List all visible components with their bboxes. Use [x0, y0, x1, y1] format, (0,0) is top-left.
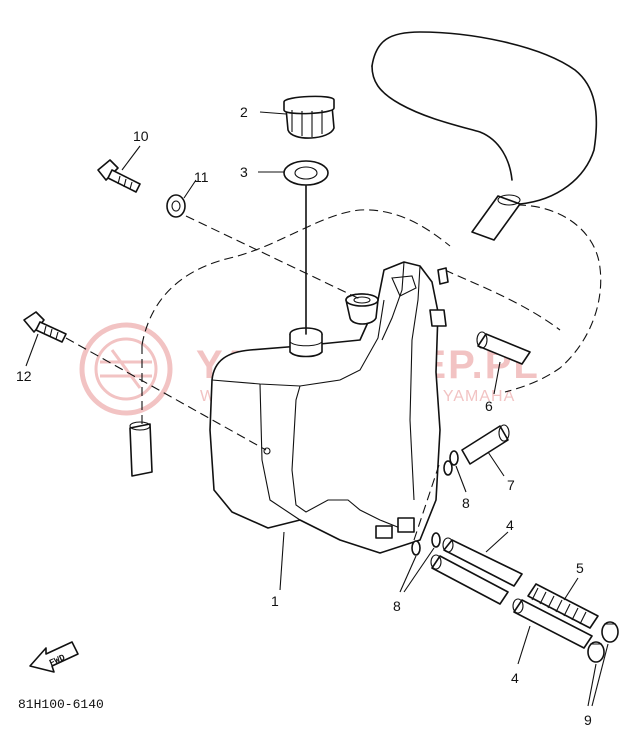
cap-gasket	[283, 160, 329, 186]
callout-7: 7	[507, 477, 515, 493]
hose-left	[129, 421, 153, 477]
clip-8-lower	[411, 532, 441, 556]
leader-12	[25, 333, 39, 367]
tank-dashed-outline	[141, 209, 451, 346]
leader-11	[183, 179, 197, 199]
hose-vent	[471, 194, 521, 241]
hose-6	[476, 331, 531, 365]
leader-4-lower	[517, 625, 531, 665]
callout-10: 10	[133, 128, 149, 144]
leader-11-dashed	[185, 215, 363, 301]
leader-12-dashed	[65, 337, 267, 451]
callout-8-upper: 8	[462, 495, 470, 511]
hose-4-lower	[512, 598, 593, 649]
leader-8-lower-a	[399, 555, 417, 593]
hose-4-upper	[442, 537, 523, 587]
vent-hose-loop	[371, 31, 598, 205]
bolt-10	[97, 159, 141, 193]
tank-dashed-outline-right	[444, 269, 561, 331]
washer-11	[166, 194, 186, 218]
oil-tank	[209, 261, 441, 554]
callout-1: 1	[271, 593, 279, 609]
callout-2: 2	[240, 104, 248, 120]
tank-side-nipples	[375, 267, 449, 539]
vent-hose-loop-inner	[371, 65, 513, 181]
fwd-arrow-icon: FWD	[29, 641, 79, 673]
watermark-logo-icon	[79, 322, 173, 416]
leader-4-upper	[485, 531, 509, 553]
filler-cap	[283, 95, 335, 139]
clip-8-upper	[443, 450, 459, 476]
leader-7	[487, 451, 505, 477]
clamp-9	[587, 621, 619, 663]
callout-12: 12	[16, 368, 32, 384]
callout-9: 9	[584, 712, 592, 728]
callout-3: 3	[240, 164, 248, 180]
leader-1	[279, 531, 285, 591]
leader-9-b	[591, 643, 609, 707]
leader-10	[121, 145, 141, 171]
callout-5: 5	[576, 560, 584, 576]
leader-2	[259, 111, 287, 115]
hose-4-middle	[430, 554, 509, 605]
callout-11: 11	[194, 169, 209, 185]
leader-5	[563, 577, 579, 601]
spring-5	[527, 583, 599, 629]
callout-4-upper: 4	[506, 517, 514, 533]
diagram-code: 81H100-6140	[18, 697, 104, 712]
hose-7	[461, 424, 510, 465]
callout-4-lower: 4	[511, 670, 519, 686]
callout-8-lower: 8	[393, 598, 401, 614]
tank-nipple-top	[345, 293, 379, 325]
leader-6	[493, 361, 501, 395]
bolt-12	[23, 311, 67, 343]
leader-8-lower-b	[403, 547, 435, 593]
callout-6: 6	[485, 398, 493, 414]
leader-9-a	[587, 663, 597, 707]
leader-8-upper	[455, 465, 467, 493]
vent-hose-outline	[504, 204, 602, 393]
